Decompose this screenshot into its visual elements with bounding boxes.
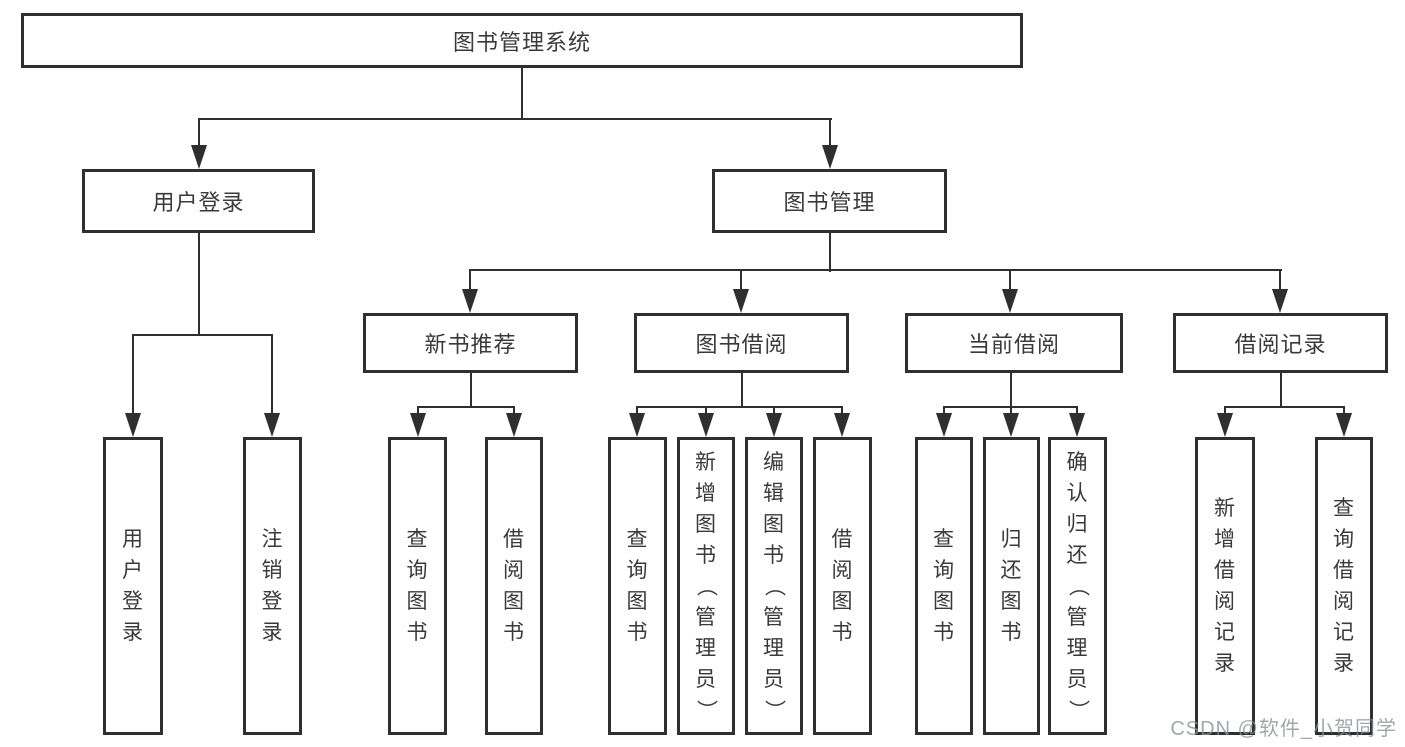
connector-line [1009, 269, 1011, 291]
leaf-bb-query-book: 查询图书 [608, 437, 667, 735]
node-borrow-records: 借阅记录 [1173, 313, 1388, 373]
connector-line [829, 118, 831, 148]
leaf-br-add-borrow-record: 新增借阅记录 [1195, 437, 1255, 735]
connector-line [773, 406, 775, 416]
arrow-down-icon [506, 413, 522, 437]
connector-line [470, 372, 472, 408]
leaf-bb-add-book-admin: 新增图书（管理员） [677, 437, 735, 735]
leaf-cb-return-book: 归还图书 [983, 437, 1040, 735]
node-user-login: 用户登录 [82, 169, 315, 233]
arrow-down-icon [1272, 289, 1288, 313]
connector-line [1076, 406, 1078, 416]
connector-line [271, 334, 273, 416]
arrow-down-icon [733, 289, 749, 313]
watermark-text: CSDN @软件_小贺同学 [1170, 718, 1397, 740]
arrow-down-icon [191, 145, 207, 169]
connector-line [132, 334, 273, 336]
connector-line [636, 406, 638, 416]
connector-line [1279, 269, 1281, 291]
connector-line [198, 232, 200, 336]
connector-line [1010, 372, 1012, 408]
arrow-down-icon [1336, 413, 1352, 437]
arrow-down-icon [1003, 413, 1019, 437]
connector-line [521, 66, 523, 120]
arrow-down-icon [1002, 289, 1018, 313]
leaf-user-login: 用户登录 [103, 437, 163, 735]
arrow-down-icon [410, 413, 426, 437]
connector-line [1224, 406, 1226, 416]
leaf-bb-edit-book-admin: 编辑图书（管理员） [745, 437, 803, 735]
connector-line [198, 118, 832, 120]
connector-line [841, 406, 843, 416]
arrow-down-icon [822, 145, 838, 169]
arrow-down-icon [936, 413, 952, 437]
leaf-cb-query-book: 查询图书 [915, 437, 973, 735]
connector-line [417, 406, 419, 416]
connector-line [829, 232, 831, 272]
leaf-nb-borrow-book: 借阅图书 [485, 437, 543, 735]
connector-line [740, 269, 742, 291]
connector-line [417, 406, 515, 408]
leaf-cb-confirm-return-admin: 确认归还（管理员） [1048, 437, 1107, 735]
connector-line [132, 334, 134, 416]
connector-line [741, 372, 743, 408]
node-root: 图书管理系统 [21, 13, 1023, 68]
arrow-down-icon [698, 413, 714, 437]
leaf-logout-login: 注销登录 [243, 437, 302, 735]
leaf-br-query-borrow-record: 查询借阅记录 [1315, 437, 1373, 735]
connector-line [198, 118, 200, 148]
connector-line [943, 406, 945, 416]
connector-line [513, 406, 515, 416]
arrow-down-icon [834, 413, 850, 437]
connector-line [1224, 406, 1345, 408]
connector-line [1343, 406, 1345, 416]
arrow-down-icon [462, 289, 478, 313]
connector-line [469, 269, 471, 291]
node-book-management: 图书管理 [712, 169, 947, 233]
arrow-down-icon [125, 413, 141, 437]
node-current-borrow: 当前借阅 [905, 313, 1123, 373]
connector-line [1010, 406, 1012, 416]
arrow-down-icon [1217, 413, 1233, 437]
leaf-nb-query-book: 查询图书 [388, 437, 447, 735]
arrow-down-icon [264, 413, 280, 437]
arrow-down-icon [766, 413, 782, 437]
node-book-borrow: 图书借阅 [634, 313, 849, 373]
connector-line [469, 269, 1282, 271]
arrow-down-icon [1069, 413, 1085, 437]
node-new-book-recommend: 新书推荐 [363, 313, 578, 373]
arrow-down-icon [629, 413, 645, 437]
connector-line [705, 406, 707, 416]
connector-line [1280, 372, 1282, 408]
leaf-bb-borrow-book: 借阅图书 [813, 437, 872, 735]
connector-line [637, 406, 843, 408]
